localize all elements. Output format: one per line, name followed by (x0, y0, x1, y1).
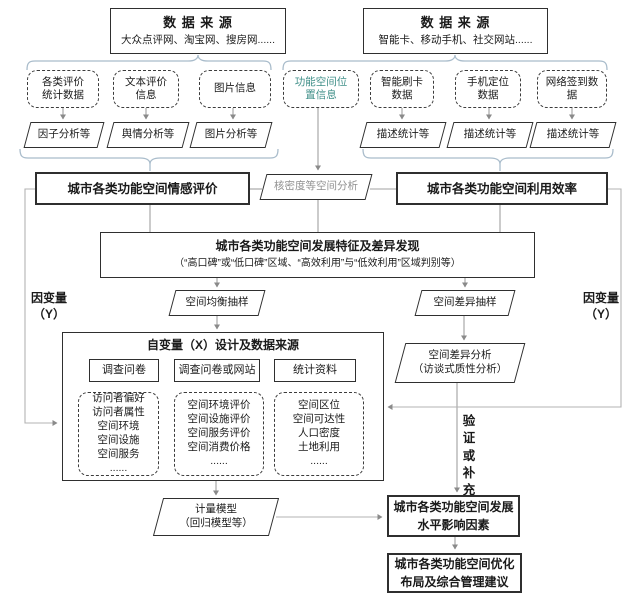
method-kernel-density-label: 核密度等空间分析 (274, 180, 358, 193)
dependent-variable-label-right: 因变量 （Y） (582, 291, 619, 322)
box-checkin-data: 网络签到数 据 (537, 70, 607, 108)
data-source-left-box: 数 据 来 源 大众点评网、淘宝网、搜房网...... (110, 8, 286, 54)
box-survey-or-website: 调查问卷或网站 (174, 359, 260, 382)
box-text-review-info: 文本评价 信息 (113, 70, 179, 108)
data-source-left-subtitle: 大众点评网、淘宝网、搜房网...... (120, 33, 275, 46)
box-sentiment-evaluation: 城市各类功能空间情感评价 (35, 172, 250, 205)
development-characteristics-subtitle: （“高口碑”或“低口碑”区域、“高效利用”与“低效利用”区域判别等） (174, 257, 461, 269)
method-descriptive-stats-2: 描述统计等 (446, 122, 534, 148)
box-smartcard-data: 智能刷卡 数据 (370, 70, 434, 108)
method-spatial-difference-analysis: 空间差异分析 （访谈式质性分析） (394, 343, 526, 383)
method-spatial-difference-analysis-label: 空间差异分析 （访谈式质性分析） (412, 349, 508, 375)
verify-or-supplement-label: 验 证 或 补 充 (461, 413, 477, 500)
method-balanced-sampling: 空间均衡抽样 (168, 290, 266, 316)
box-space-location-info: 功能空间位 置信息 (283, 70, 359, 108)
method-econometric-model-label: 计量模型 （回归模型等） (179, 503, 253, 529)
development-characteristics-title: 城市各类功能空间发展特征及差异发现 (215, 239, 420, 254)
method-balanced-sampling-label: 空间均衡抽样 (185, 296, 249, 309)
method-image-analysis-label: 图片分析等 (204, 128, 258, 141)
box-phone-location-data: 手机定位 数据 (455, 70, 521, 108)
method-opinion-analysis-label: 舆情分析等 (121, 128, 175, 141)
data-source-right-subtitle: 智能卡、移动手机、社交网站...... (378, 33, 533, 46)
box-survey-questionnaire: 调查问卷 (89, 359, 159, 382)
method-factor-analysis-label: 因子分析等 (37, 128, 91, 141)
list-space-evaluations: 空间环境评价 空间设施评价 空间服务评价 空间消费价格 ...... (174, 392, 264, 476)
box-review-stats-data: 各类评价 统计数据 (27, 70, 99, 108)
method-descriptive-stats-2-label: 描述统计等 (463, 128, 517, 141)
method-difference-sampling-label: 空间差异抽样 (433, 296, 497, 309)
list-location-indicators: 空间区位 空间可达性 人口密度 土地利用 ...... (274, 392, 364, 476)
data-source-left-title: 数 据 来 源 (163, 14, 233, 30)
method-kernel-density-analysis: 核密度等空间分析 (259, 174, 373, 200)
box-utilization-efficiency: 城市各类功能空间利用效率 (396, 172, 608, 205)
list-visitor-attributes: 访问者偏好 访问者属性 空间环境 空间设施 空间服务 ...... (78, 392, 159, 476)
box-statistical-data: 统计资料 (274, 359, 356, 382)
method-descriptive-stats-3: 描述统计等 (529, 122, 617, 148)
box-optimization-advice: 城市各类功能空间优化 布局及综合管理建议 (387, 553, 522, 593)
data-source-right-box: 数 据 来 源 智能卡、移动手机、社交网站...... (363, 8, 548, 54)
independent-variable-design-title: 自变量（X）设计及数据来源 (146, 338, 299, 352)
dependent-variable-label-left: 因变量 （Y） (30, 291, 67, 322)
box-image-info: 图片信息 (199, 70, 271, 108)
box-independent-variable-design: 自变量（X）设计及数据来源 调查问卷 调查问卷或网站 统计资料 访问者偏好 访问… (62, 332, 384, 481)
method-image-analysis: 图片分析等 (189, 122, 273, 148)
method-descriptive-stats-3-label: 描述统计等 (546, 128, 600, 141)
box-development-characteristics: 城市各类功能空间发展特征及差异发现 （“高口碑”或“低口碑”区域、“高效利用”与… (100, 232, 535, 278)
method-opinion-analysis: 舆情分析等 (106, 122, 190, 148)
method-difference-sampling: 空间差异抽样 (414, 290, 516, 316)
method-descriptive-stats-1: 描述统计等 (359, 122, 447, 148)
box-influencing-factors: 城市各类功能空间发展 水平影响因素 (387, 495, 520, 537)
method-factor-analysis: 因子分析等 (23, 122, 105, 148)
method-econometric-model: 计量模型 （回归模型等） (152, 498, 280, 536)
method-descriptive-stats-1-label: 描述统计等 (376, 128, 430, 141)
data-source-right-title: 数 据 来 源 (420, 14, 491, 30)
